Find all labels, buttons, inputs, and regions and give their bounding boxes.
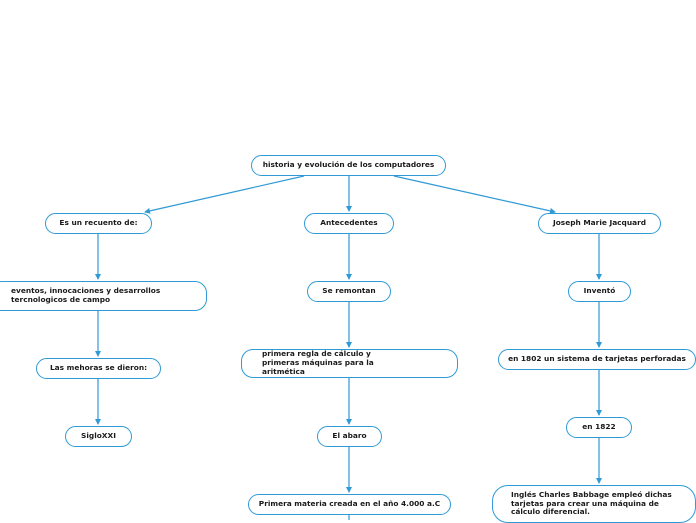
branch-2c-node[interactable]: El abaro xyxy=(317,426,382,447)
branch-3c-node[interactable]: en 1822 xyxy=(566,417,632,438)
branch-2-node[interactable]: Antecedentes xyxy=(304,213,394,234)
branch-3d-node[interactable]: Inglés Charles Babbage empleó dichas tar… xyxy=(492,485,696,523)
branch-1b-node[interactable]: Las mehoras se dieron: xyxy=(36,358,161,379)
branch-1-node[interactable]: Es un recuento de: xyxy=(45,213,152,234)
branch-3a-node[interactable]: Inventó xyxy=(568,281,631,302)
branch-2a-node[interactable]: Se remontan xyxy=(307,281,391,302)
branch-2d-node[interactable]: Primera materia creada en el año 4.000 a… xyxy=(248,494,451,515)
branch-2b-node[interactable]: primera regla de cálculo y primeras máqu… xyxy=(241,349,458,378)
root-node[interactable]: historia y evolución de los computadores xyxy=(251,155,446,176)
branch-3b-node[interactable]: en 1802 un sistema de tarjetas perforada… xyxy=(498,349,696,370)
branch-3-node[interactable]: Joseph Marie Jacquard xyxy=(538,213,661,234)
branch-1a-node[interactable]: eventos, innocaciones y desarrollos terc… xyxy=(0,281,207,311)
branch-1c-node[interactable]: SigloXXI xyxy=(65,426,132,447)
edge-root-branch-3 xyxy=(393,175,556,214)
edge-root-branch-1 xyxy=(144,175,305,214)
